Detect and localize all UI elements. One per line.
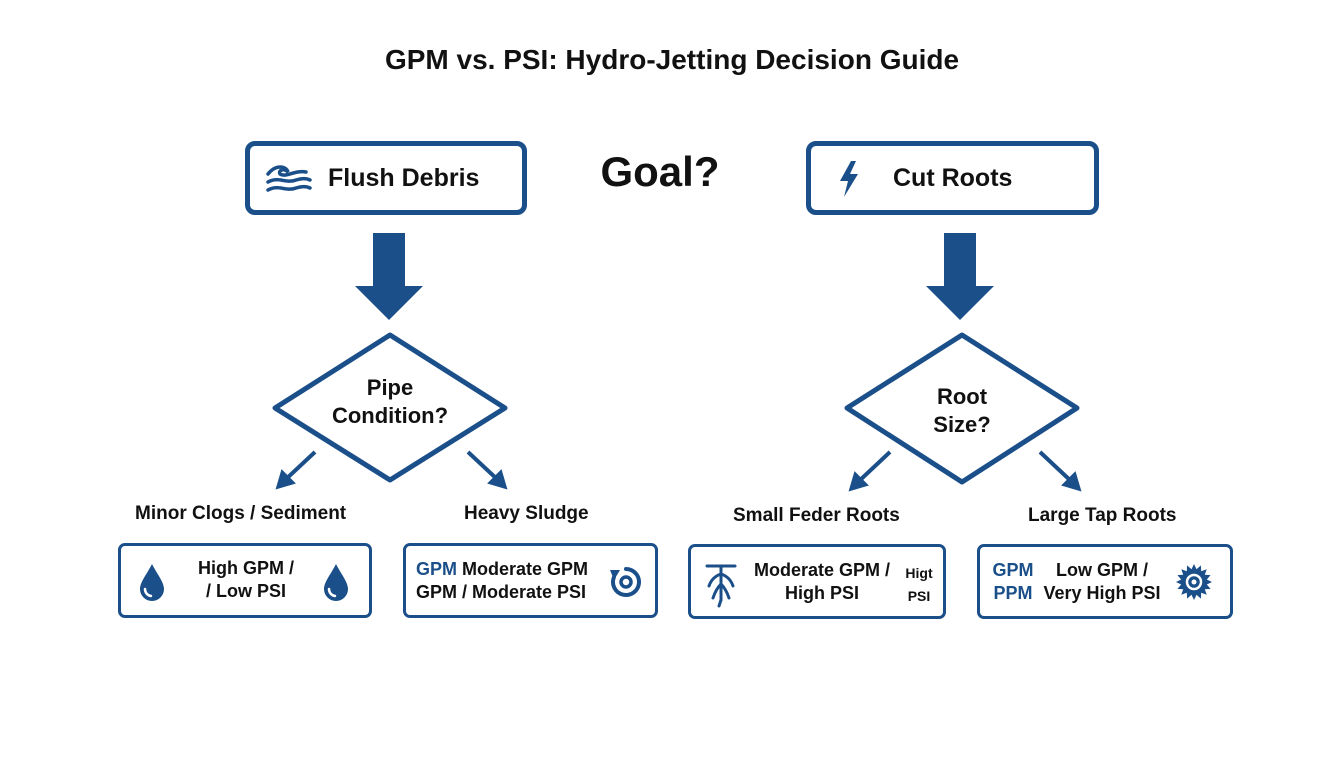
down-arrow-left	[355, 233, 423, 320]
decision-diamond-left	[272, 332, 508, 483]
down-arrow-right	[926, 233, 994, 320]
saw-blade-icon	[1175, 563, 1213, 606]
branch-small-roots: Small Feder Roots	[733, 505, 900, 526]
flush-debris-label: Flush Debris	[328, 164, 480, 192]
page-title: GPM vs. PSI: Hydro-Jetting Decision Guid…	[384, 44, 960, 75]
waves-icon	[266, 162, 312, 203]
root-size-line2: Size?	[933, 412, 991, 437]
flush-debris-box: Flush Debris	[245, 141, 527, 215]
pipe-condition-label: Pipe Condition?	[300, 374, 480, 430]
result-minor: High GPM / / Low PSI	[118, 543, 372, 618]
result-minor-text: High GPM / / Low PSI	[198, 558, 294, 601]
result-small-text: Moderate GPM / High PSI	[753, 560, 891, 603]
branch-heavy-sludge: Heavy Sludge	[464, 503, 589, 524]
result-large-tags: GPM PPM	[992, 560, 1034, 603]
pipe-condition-line1: Pipe	[366, 375, 414, 400]
result-large: GPM PPM Low GPM / Very High PSI	[977, 544, 1233, 619]
result-small-side: Higt PSI	[905, 565, 933, 604]
branch-minor-clogs: Minor Clogs / Sediment	[135, 503, 347, 524]
branch-large-roots: Large Tap Roots	[1028, 505, 1177, 526]
cut-roots-box: Cut Roots	[806, 141, 1099, 215]
lightning-icon	[837, 160, 861, 205]
result-small: Moderate GPM / High PSI Higt PSI	[688, 544, 946, 619]
pipe-condition-line2: Condition?	[331, 403, 449, 428]
goal-label: Goal?	[600, 148, 720, 195]
result-heavy-text: GPM Moderate GPM GPM / Moderate PSI	[416, 559, 589, 602]
water-drop-icon	[321, 562, 351, 607]
result-heavy: GPM Moderate GPM GPM / Moderate PSI	[403, 543, 658, 618]
cut-roots-label: Cut Roots	[893, 164, 1013, 192]
water-drop-icon	[137, 562, 167, 607]
root-size-label: Root Size?	[872, 383, 1052, 439]
root-icon	[703, 560, 739, 613]
root-size-line1: Root	[936, 384, 988, 409]
result-heavy-tag: GPM	[416, 559, 458, 579]
result-large-text: Low GPM / Very High PSI	[1043, 560, 1161, 603]
decision-diamond-right	[844, 332, 1080, 485]
rotate-icon	[608, 564, 644, 605]
